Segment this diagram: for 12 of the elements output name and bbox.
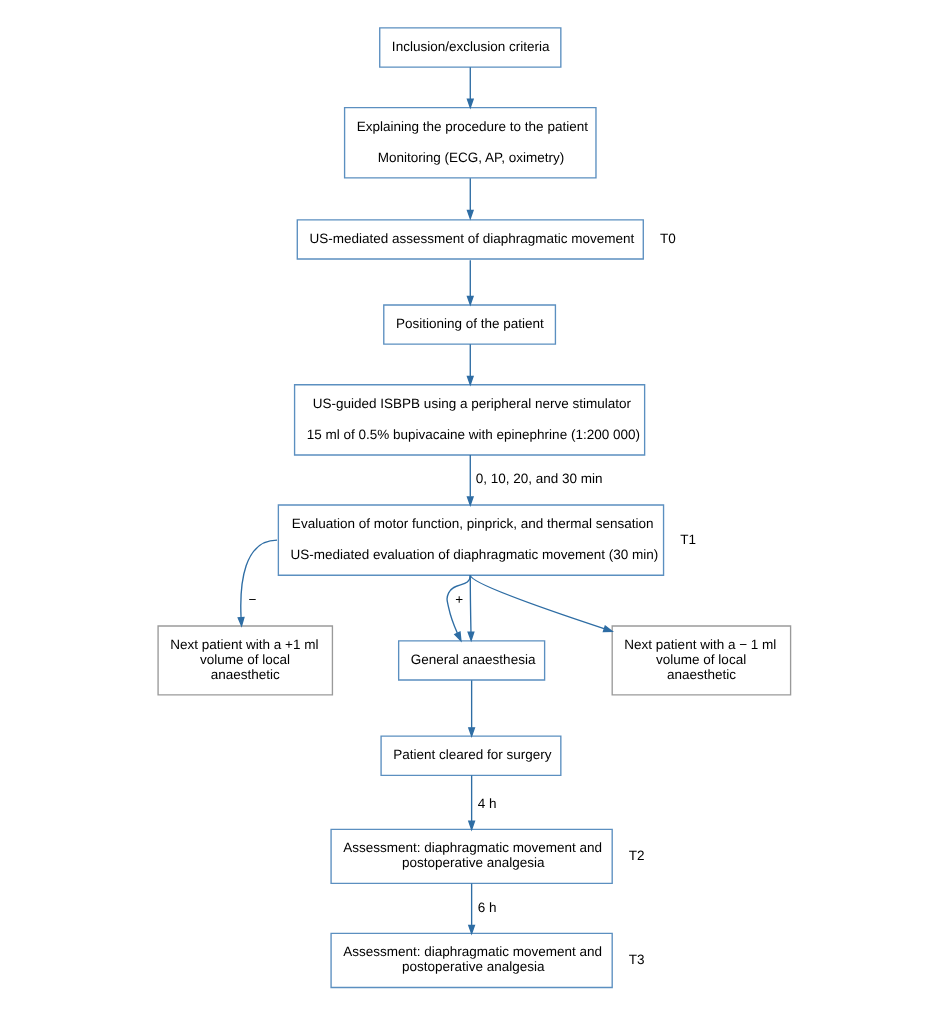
arrow	[446, 574, 471, 643]
arrow	[469, 574, 614, 633]
arrow	[466, 343, 475, 387]
arrow	[467, 882, 476, 936]
arrow	[466, 66, 475, 110]
arrow	[467, 679, 476, 738]
arrow	[466, 454, 475, 508]
arrow	[466, 259, 475, 307]
arrow	[237, 539, 278, 628]
arrow	[466, 177, 475, 221]
arrow	[467, 574, 475, 643]
arrow	[467, 774, 476, 832]
